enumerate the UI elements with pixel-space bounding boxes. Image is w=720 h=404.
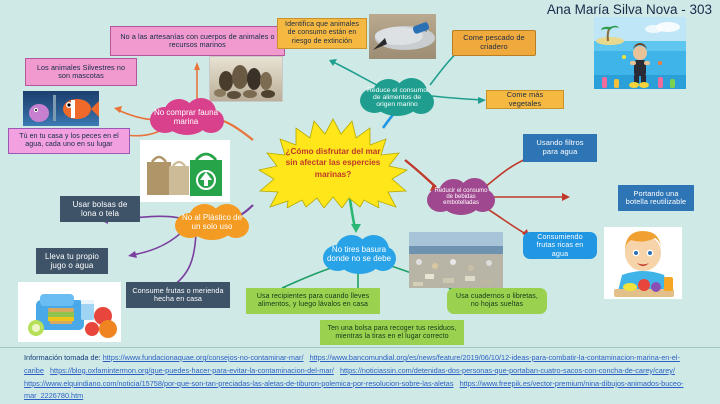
branch-node-no-comprar-fauna-marina[interactable]: No comprar fauna marina bbox=[146, 97, 226, 137]
lonchera-merienda-photo bbox=[18, 282, 121, 342]
leaf-animales-silvestres[interactable]: Los animales Silvestres no son mascotas bbox=[25, 58, 137, 86]
footer-link-1[interactable]: https://www.fundacionaquae.org/consejos-… bbox=[102, 353, 304, 362]
nina-comiendo-frutas-illustration bbox=[604, 227, 682, 299]
leaf-portando-botella-reutilizable-label: Portando una botella reutilizable bbox=[625, 188, 687, 206]
aleta-de-tiburon-photo bbox=[369, 14, 436, 59]
branch-label-teal: Reduce el consumo de alimentos de origen… bbox=[366, 86, 428, 108]
leaf-artesanias-label: No a las artesanías con cuerpos de anima… bbox=[120, 31, 275, 49]
leaf-consumiendo-frutas-ricas-agua[interactable]: Consumiendo frutas ricas en agua bbox=[523, 232, 597, 259]
leaf-usa-recipientes[interactable]: Usa recipientes para cuando lleves alime… bbox=[246, 288, 380, 314]
leaf-come-mas-vegetales-label: Come más vegetales bbox=[506, 89, 544, 108]
page-title: Ana María Silva Nova - 303 bbox=[546, 2, 712, 17]
leaf-usar-bolsas-label: Usar bolsas de lona o tela bbox=[72, 199, 128, 218]
leaf-consume-frutas-merienda-label: Consume frutas o merienda hecha en casa bbox=[132, 285, 224, 303]
leaf-tu-en-tu-casa-label: Tú en tu casa y los peces en el agua, ca… bbox=[19, 132, 119, 148]
branch-node-no-tires-basura[interactable]: No tires basura donde no se debe bbox=[320, 232, 398, 276]
leaf-come-mas-vegetales[interactable]: Come más vegetales bbox=[486, 90, 564, 109]
branch-node-reducir-bebidas-embotelladas[interactable]: Reducir el consumo de bebidas embotellad… bbox=[425, 176, 497, 218]
footer-link-5[interactable]: https://www.elquindiano.com/noticia/1575… bbox=[24, 378, 454, 388]
branch-node-no-al-plastico[interactable]: No al Plástico de un solo uso bbox=[172, 202, 252, 242]
leaf-usando-filtros-agua[interactable]: Usando filtros para agua bbox=[523, 134, 597, 162]
footer-divider bbox=[0, 347, 720, 348]
leaf-come-pescado-criadero-label: Come pescado de criadero bbox=[463, 33, 525, 51]
footer-label: Información tomada de: bbox=[24, 353, 101, 362]
central-question-text: ¿Cómo disfrutar del mar sin afectar las … bbox=[285, 147, 381, 179]
footer-link-2[interactable]: https://www.bancomundial.org/es/news/fea… bbox=[24, 353, 680, 375]
leaf-lleva-tu-propio-jugo-label: Lleva tu propio jugo o agua bbox=[45, 251, 99, 270]
footer-sources: Información tomada de: https://www.funda… bbox=[24, 352, 700, 403]
leaf-portando-botella-reutilizable[interactable]: Portando una botella reutilizable bbox=[618, 185, 694, 211]
artesanias-conchas-photo bbox=[209, 56, 283, 102]
leaf-ten-una-bolsa-label: Ten una bolsa para recoger tus residuos,… bbox=[327, 324, 457, 340]
branch-label-orange: No al Plástico de un solo uso bbox=[181, 213, 243, 231]
nina-buceo-mar-illustration bbox=[594, 17, 686, 89]
leaf-artesanias[interactable]: No a las artesanías con cuerpos de anima… bbox=[110, 26, 285, 56]
leaf-usar-bolsas[interactable]: Usar bolsas de lona o tela bbox=[60, 196, 140, 222]
leaf-usa-recipientes-label: Usa recipientes para cuando lleves alime… bbox=[256, 292, 370, 308]
central-node-star[interactable]: ¿Cómo disfrutar del mar sin afectar las … bbox=[248, 118, 418, 208]
leaf-lleva-tu-propio-jugo[interactable]: Lleva tu propio jugo o agua bbox=[36, 248, 108, 274]
leaf-identifica-animales-extincion[interactable]: Identifica que animales de consumo están… bbox=[277, 18, 367, 49]
leaf-come-pescado-criadero[interactable]: Come pescado de criadero bbox=[452, 30, 536, 56]
footer-link-6[interactable]: https://www.freepik.es/vector-premium/ni… bbox=[24, 378, 684, 401]
leaf-tu-en-tu-casa[interactable]: Tú en tu casa y los peces en el agua, ca… bbox=[8, 128, 130, 154]
leaf-consumiendo-frutas-ricas-agua-label: Consumiendo frutas ricas en agua bbox=[536, 232, 584, 258]
leaf-usando-filtros-agua-label: Usando filtros para agua bbox=[536, 138, 584, 156]
branch-node-reduce-consumo-alimentos-marinos[interactable]: Reduce el consumo de alimentos de origen… bbox=[357, 76, 437, 118]
branch-label-pink: No comprar fauna marina bbox=[153, 108, 219, 126]
footer-link-3[interactable]: https://blog.oxfamintermon.org/que-puede… bbox=[49, 365, 334, 375]
nemo-peces-photo bbox=[23, 91, 99, 126]
leaf-usa-cuadernos-libretas-label: Usa cuadernos o libretas, no hojas suelt… bbox=[456, 292, 538, 308]
playa-con-basura-photo bbox=[409, 232, 503, 288]
leaf-ten-una-bolsa[interactable]: Ten una bolsa para recoger tus residuos,… bbox=[320, 320, 464, 345]
leaf-animales-silvestres-label: Los animales Silvestres no son mascotas bbox=[36, 62, 126, 80]
leaf-usa-cuadernos-libretas[interactable]: Usa cuadernos o libretas, no hojas suelt… bbox=[447, 288, 547, 314]
branch-label-purple: Reducir el consumo de bebidas embotellad… bbox=[434, 188, 488, 206]
leaf-consume-frutas-merienda[interactable]: Consume frutas o merienda hecha en casa bbox=[126, 282, 230, 308]
leaf-identifica-animales-extincion-label: Identifica que animales de consumo están… bbox=[285, 21, 359, 45]
bolsas-de-tela-photo bbox=[140, 140, 230, 202]
branch-label-blue: No tires basura donde no se debe bbox=[326, 245, 392, 263]
footer-link-4[interactable]: https://noticiassin.com/detenidas-dos-pe… bbox=[339, 365, 675, 375]
